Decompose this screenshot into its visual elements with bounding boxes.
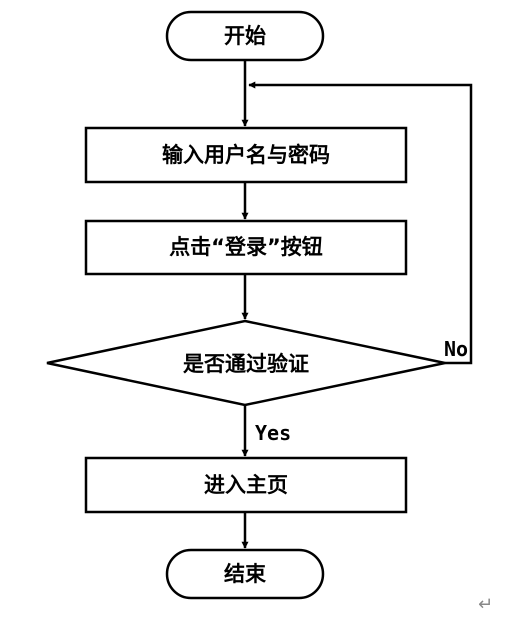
edge-label-no: No	[444, 337, 468, 361]
start-label: 开始	[224, 24, 266, 48]
input-credentials-node: 输入用户名与密码	[84, 126, 408, 184]
edge-label-yes: Yes	[255, 421, 291, 445]
click-login-label: 点击“登录”按钮	[169, 235, 323, 259]
input-credentials-label: 输入用户名与密码	[162, 143, 330, 167]
enter-home-node: 进入主页	[84, 456, 408, 514]
end-label: 结束	[224, 562, 267, 586]
start-node: 开始	[165, 10, 325, 62]
arrow-no-loop-back	[248, 81, 473, 365]
paragraph-mark-icon: ↵	[478, 594, 493, 615]
end-node: 结束	[165, 548, 325, 600]
verify-decision-label: 是否通过验证	[183, 352, 309, 376]
verify-decision-node: 是否通过验证	[46, 319, 446, 407]
click-login-node: 点击“登录”按钮	[84, 219, 408, 276]
enter-home-label: 进入主页	[204, 473, 288, 497]
